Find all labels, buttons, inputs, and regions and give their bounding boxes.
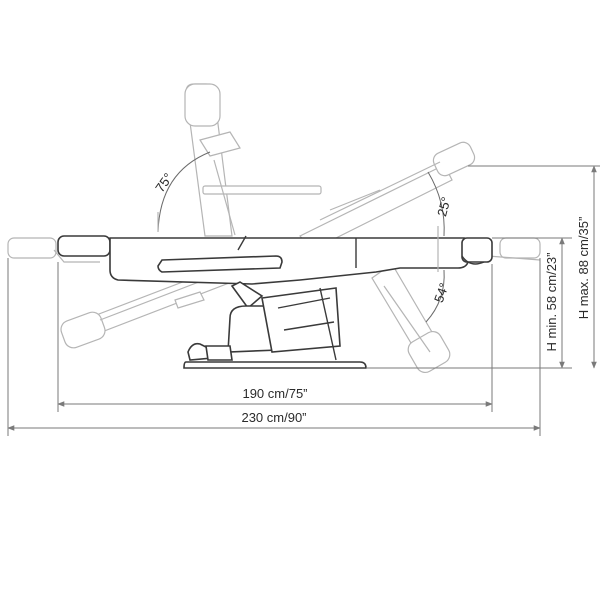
- dimension-lines: 190 cm/75” 230 cm/90” H min. 58 cm/23” H…: [7, 165, 600, 436]
- ghost-foot-extension: [499, 237, 541, 259]
- bed-main-outline: [57, 235, 493, 285]
- foot-section: [461, 237, 493, 263]
- lift-column: [261, 287, 341, 353]
- head-section: [57, 235, 111, 257]
- angle-label-leg-down: 54°: [431, 281, 452, 305]
- dim-height-max-label: H max. 88 cm/35”: [576, 217, 591, 320]
- angle-label-leg-up: 25°: [434, 195, 454, 218]
- ghost-head-extension: [7, 237, 57, 259]
- angle-label-backrest: 75°: [152, 170, 176, 195]
- ghost-legrest-up: [299, 141, 476, 251]
- lift-base: [183, 281, 367, 369]
- arc-leg-up: [427, 171, 445, 237]
- angle-indicators: 75° 25° 54°: [152, 151, 454, 323]
- ghost-legrest-down: [371, 263, 451, 374]
- arm-rest: [157, 255, 283, 273]
- dim-height-min-label: H min. 58 cm/23”: [544, 253, 559, 352]
- ghost-positions: [7, 83, 541, 374]
- arc-leg-down: [425, 269, 445, 323]
- dim-seat-length-label: 190 cm/75”: [242, 386, 307, 401]
- ghost-backrest-raised: [184, 83, 322, 237]
- arc-backrest: [157, 151, 211, 233]
- base-plate: [183, 361, 367, 369]
- dim-total-length-label: 230 cm/90”: [241, 410, 306, 425]
